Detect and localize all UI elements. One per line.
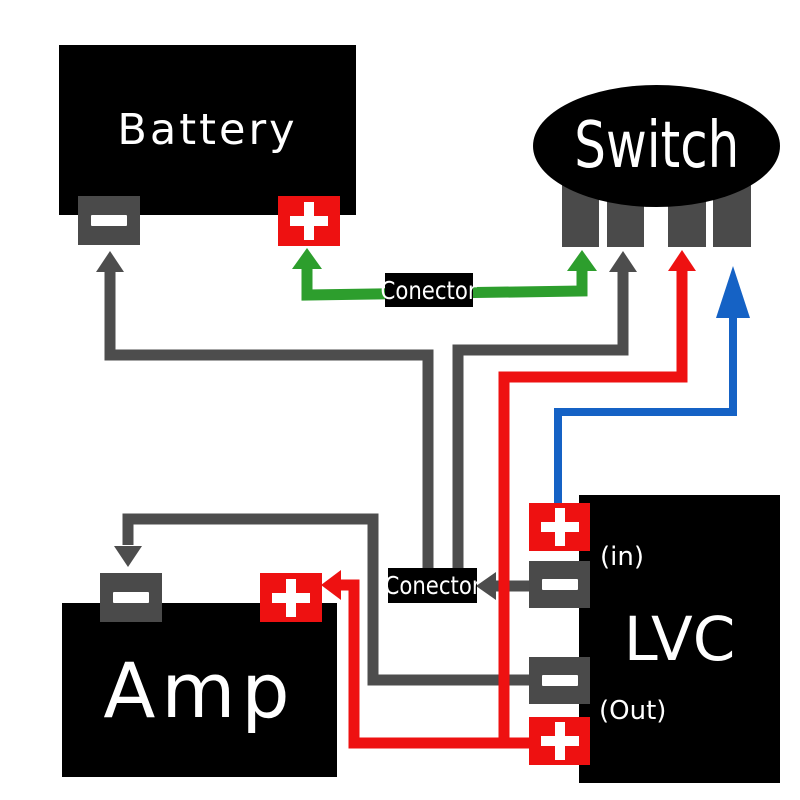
blue-wire-segment	[554, 314, 737, 505]
lvc-minus-out-terminal	[529, 657, 590, 704]
switch-label: Switch	[573, 109, 740, 183]
lvc-minus-in-terminal	[529, 561, 590, 608]
minus-icon	[113, 592, 149, 603]
plus-icon	[540, 722, 579, 760]
lvc-in-caption: (in)	[600, 542, 644, 572]
minus-icon	[91, 215, 127, 226]
gray-arrowhead-left-connector-icon	[476, 572, 496, 600]
wire-lvc-plus-out-to-switch-pin3	[498, 250, 696, 748]
amp-plus-terminal	[260, 573, 322, 622]
plus-icon	[290, 202, 328, 240]
battery-plus-terminal	[278, 196, 340, 246]
red-wire-segment	[340, 579, 531, 749]
connector-mid-label: Conector	[384, 568, 481, 603]
green-arrowhead-up-battery-icon	[292, 248, 322, 269]
amp-minus-terminal	[100, 573, 162, 622]
gray-wire-segment	[452, 266, 629, 574]
wire-lvc-plus-out-to-amp	[321, 570, 531, 749]
minus-icon	[541, 579, 578, 590]
battery-label: Battery	[117, 105, 298, 155]
gray-wire-segment	[122, 513, 531, 686]
blue-arrowhead-up-switch-icon	[716, 266, 750, 318]
lvc-plus-in-terminal	[529, 503, 590, 551]
gray-arrowhead-down-amp-icon	[114, 546, 142, 567]
wire-lvc-plus-in-to-switch-pin4	[554, 266, 750, 505]
red-arrowhead-up-switch-icon	[668, 250, 696, 271]
gray-wire-segment	[104, 266, 434, 574]
minus-icon	[541, 675, 578, 686]
gray-arrowhead-up-switch-icon	[609, 251, 637, 272]
switch-body: Switch	[533, 85, 780, 207]
wire-battery-minus-to-connector	[96, 251, 434, 574]
red-wire-segment	[498, 266, 688, 748]
connector-top-text: Conector	[380, 275, 478, 305]
lvc-out-caption: (Out)	[599, 696, 667, 726]
battery-minus-terminal	[78, 196, 140, 245]
battery-box: Battery	[59, 45, 356, 215]
lvc-box: LVC	[579, 495, 780, 783]
red-arrowhead-left-amp-icon	[321, 570, 341, 600]
connector-top-label: Conector	[381, 273, 477, 307]
amp-box: Amp	[62, 603, 337, 777]
lvc-plus-out-terminal	[529, 717, 590, 765]
plus-icon	[540, 508, 579, 546]
connector-mid-text: Conector	[384, 571, 481, 600]
amp-label: Amp	[103, 645, 296, 735]
wire-lvc-minus-out-to-amp	[114, 513, 531, 686]
green-arrowhead-up-switch-icon	[567, 250, 597, 271]
gray-arrowhead-up-battery-icon	[96, 251, 124, 272]
wire-connector-to-switch-pin2	[452, 251, 637, 574]
lvc-label: LVC	[623, 603, 736, 675]
plus-icon	[272, 578, 310, 617]
